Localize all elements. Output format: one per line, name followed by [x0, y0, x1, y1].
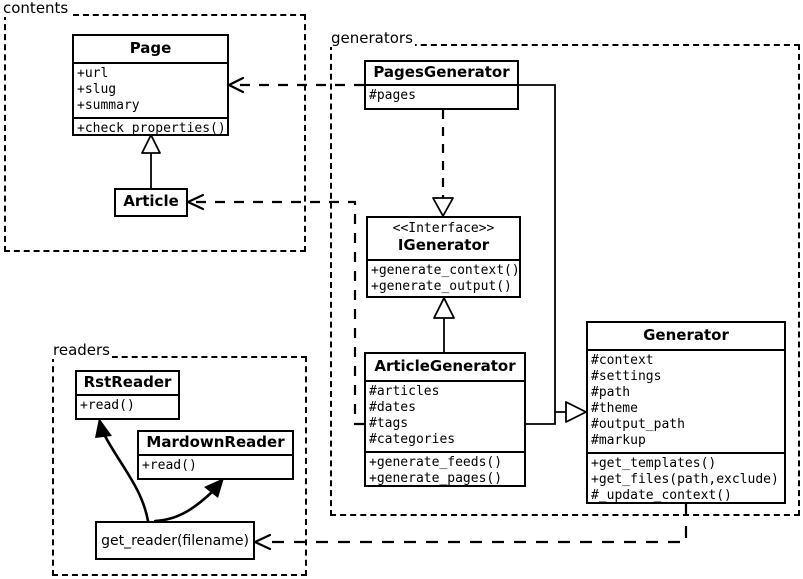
class-generator-operations: +get_templates() +get_files(path,exclude… [588, 452, 784, 507]
operation: +get_files(path,exclude) [591, 472, 779, 487]
class-pages-generator-attributes: #pages [366, 84, 517, 107]
class-rst-reader-name: RstReader [83, 373, 172, 391]
package-generators [330, 44, 800, 516]
attribute: #categories [369, 432, 456, 447]
attribute: #pages [369, 88, 416, 103]
attribute: #dates [369, 400, 416, 415]
class-rst-reader-operations: +read() [77, 394, 178, 417]
function-get-reader[interactable]: get_reader(filename) [95, 521, 255, 560]
class-generator-name: Generator [643, 326, 729, 344]
attribute: #tags [369, 416, 409, 431]
class-page-attributes: +url +slug +summary [74, 62, 227, 117]
class-article[interactable]: Article [114, 188, 188, 217]
operation: +check_properties() [77, 121, 226, 136]
class-igenerator-name: IGenerator [397, 236, 490, 254]
attribute: #context [591, 353, 654, 368]
class-page[interactable]: Page +url +slug +summary +check_properti… [72, 34, 229, 136]
class-page-name: Page [129, 39, 172, 57]
class-mardown-reader-operations: +read() [139, 454, 292, 477]
class-pages-generator[interactable]: PagesGenerator #pages [364, 60, 519, 110]
class-igenerator-operations: +generate_context() +generate_output() [368, 259, 520, 298]
package-readers-label: readers [52, 341, 112, 359]
attribute: +slug [77, 82, 117, 97]
attribute: #output_path [591, 417, 685, 432]
operation: +read() [80, 398, 135, 413]
class-igenerator-stereotype: <<Interface>> [392, 221, 495, 236]
operation: +generate_context() [371, 263, 520, 278]
class-article-generator[interactable]: ArticleGenerator #articles #dates #tags … [364, 352, 526, 487]
class-article-name: Article [123, 192, 179, 210]
operation: +generate_pages() [369, 471, 503, 486]
class-rst-reader[interactable]: RstReader +read() [75, 370, 180, 420]
operation: +get_templates() [591, 456, 717, 471]
class-article-generator-name: ArticleGenerator [374, 357, 516, 375]
class-igenerator[interactable]: <<Interface>> IGenerator +generate_conte… [366, 216, 521, 298]
class-article-generator-attributes: #articles #dates #tags #categories [366, 380, 524, 451]
class-article-generator-operations: +generate_feeds() +generate_pages() [366, 451, 524, 490]
class-mardown-reader[interactable]: MardownReader +read() [137, 430, 294, 480]
operation: +read() [142, 458, 197, 473]
attribute: +summary [77, 98, 140, 113]
package-readers [52, 356, 307, 576]
class-igenerator-header: <<Interface>> IGenerator [368, 218, 519, 259]
package-contents-label: contents [2, 0, 71, 17]
operation: #_update_context() [591, 488, 732, 503]
operation: +generate_feeds() [369, 455, 503, 470]
package-generators-label: generators [330, 29, 415, 47]
class-page-operations: +check_properties() [74, 117, 227, 140]
class-pages-generator-name: PagesGenerator [373, 63, 510, 81]
function-get-reader-label: get_reader(filename) [101, 532, 249, 549]
class-generator[interactable]: Generator #context #settings #path #them… [586, 321, 786, 504]
attribute: #theme [591, 401, 638, 416]
attribute: #markup [591, 433, 646, 448]
attribute: #articles [369, 384, 440, 399]
attribute: +url [77, 66, 109, 81]
attribute: #path [591, 385, 631, 400]
class-mardown-reader-name: MardownReader [146, 433, 285, 451]
class-generator-attributes: #context #settings #path #theme #output_… [588, 349, 784, 452]
attribute: #settings [591, 369, 662, 384]
operation: +generate_output() [371, 279, 512, 294]
package-contents [4, 14, 306, 252]
